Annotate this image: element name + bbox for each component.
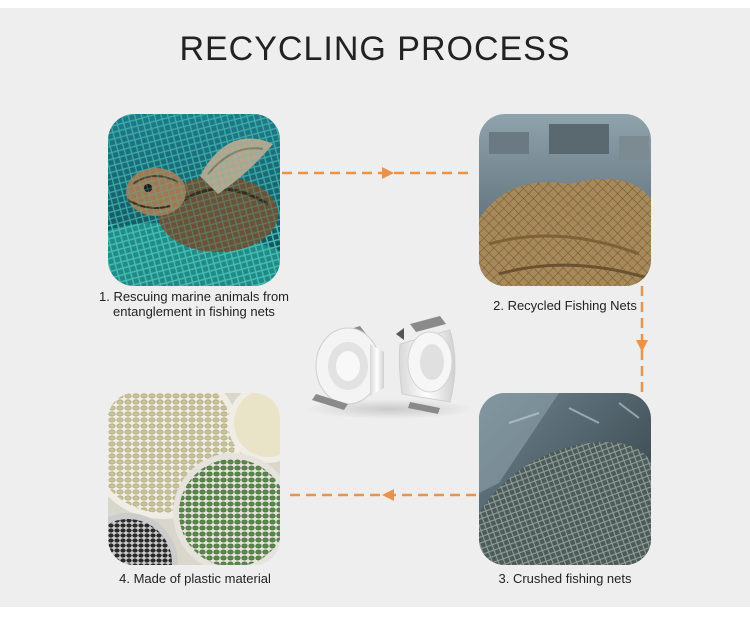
white-downlight-housings xyxy=(305,316,475,419)
arrow-left-step3-to-step4 xyxy=(290,489,477,501)
step-1-caption-line1: 1. Rescuing marine animals from xyxy=(98,289,290,304)
step-1-caption-line2: entanglement in fishing nets xyxy=(113,304,275,319)
step-4-caption: 4. Made of plastic material xyxy=(119,571,271,586)
fishing-nets-pile-photo xyxy=(479,114,651,286)
page-title: RECYCLING PROCESS xyxy=(179,30,571,68)
infographic-canvas: RECYCLING PROCESS xyxy=(0,8,750,607)
arrow-down-step2-to-step3 xyxy=(636,286,648,392)
step-3-caption: 3. Crushed fishing nets xyxy=(498,571,632,586)
plastic-pellets-photo xyxy=(108,393,280,565)
step-2-caption: 2. Recycled Fishing Nets xyxy=(493,298,637,313)
arrow-right-step1-to-step2 xyxy=(282,167,468,179)
sea-turtle-in-net-photo xyxy=(108,114,280,286)
step-1-caption: 1. Rescuing marine animals from entangle… xyxy=(88,289,300,319)
crushed-nets-photo xyxy=(479,393,651,565)
